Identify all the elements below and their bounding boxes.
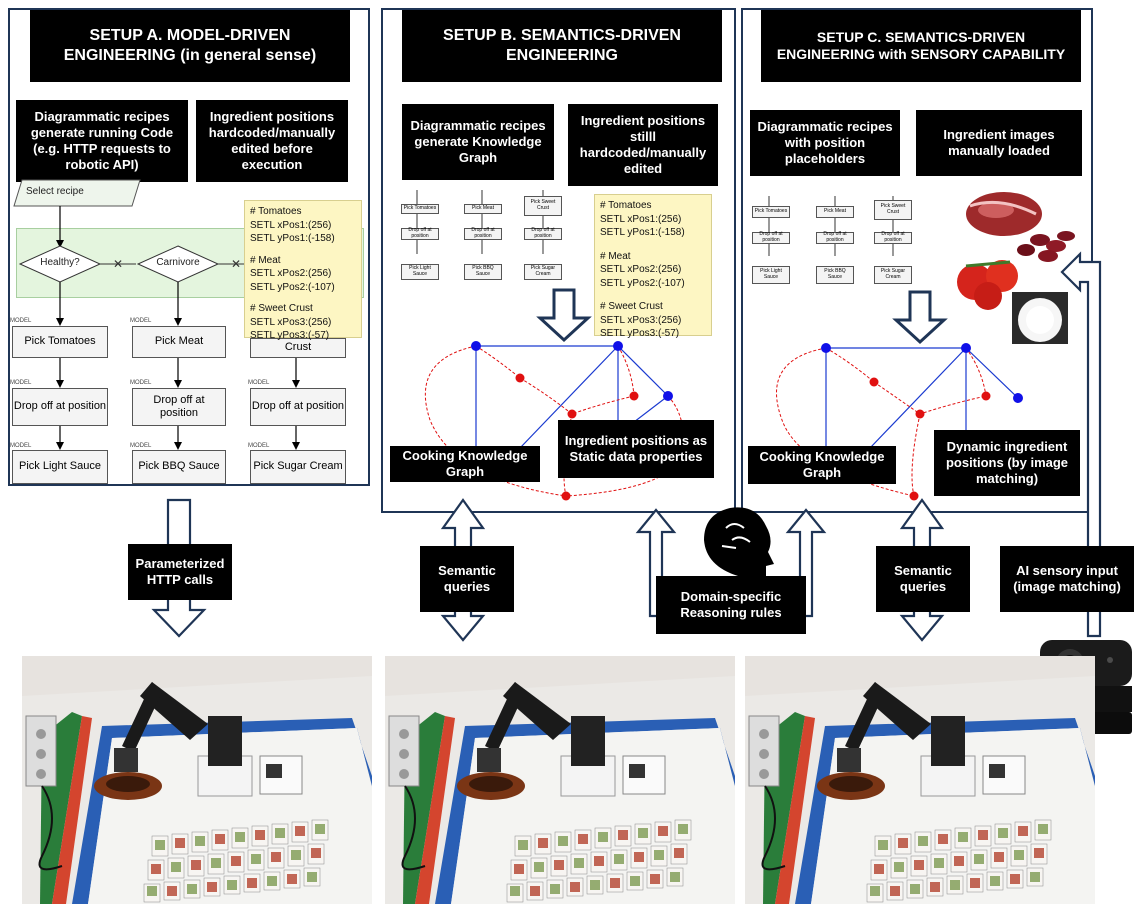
code-line: SETL yPos3:(-57) <box>600 328 680 339</box>
code-line: SETL yPos1:(-158) <box>250 233 335 244</box>
code-line: # Tomatoes <box>600 200 652 211</box>
drop-off-box: Drop off at position <box>12 388 108 426</box>
pick-light-sauce-box: Pick Light Sauce <box>12 450 108 484</box>
code-line: SETL xPos2:(256) <box>250 268 332 279</box>
brain-head-icon <box>704 507 774 588</box>
model-label: MODEL <box>10 380 32 386</box>
model-label: MODEL <box>248 443 270 449</box>
code-line: SETL xPos2:(256) <box>600 264 682 275</box>
code-line: # Meat <box>250 254 281 266</box>
carnivore-label: Carnivore <box>156 257 200 268</box>
pick-tomatoes-box: Pick Tomatoes <box>12 326 108 358</box>
panel-a-positions-block: Ingredient positions hardcoded/manually … <box>196 100 348 182</box>
mini-pick-light-sauce: Pick Light Sauce <box>401 264 439 280</box>
mini-drop-off: Drop off at position <box>401 227 439 240</box>
model-label: MODEL <box>10 318 32 324</box>
panel-a-code-note: # Tomatoes SETL xPos1:(256) SETL yPos1:(… <box>244 200 362 341</box>
panel-a-recipes-block: Diagrammatic recipes generate running Co… <box>16 100 188 182</box>
beans-image <box>1017 231 1075 262</box>
mini-pick-meat: Pick Meat <box>464 204 502 214</box>
mini-pick-sweet-crust: Pick Sweet Crust <box>874 200 912 220</box>
panel-b-title: SETUP B. SEMANTICS-DRIVEN ENGINEERING <box>402 10 722 82</box>
panel-b-code-note: # Tomatoes SETL xPos1:(256) SETL yPos1:(… <box>594 194 712 339</box>
mini-pick-sugar-cream: Pick Sugar Cream <box>874 266 912 284</box>
mini-pick-tomatoes: Pick Tomatoes <box>752 206 790 218</box>
drop-off-box: Drop off at position <box>250 388 346 426</box>
healthy-label: Healthy? <box>40 257 80 268</box>
mini-pick-bbq-sauce: Pick BBQ Sauce <box>816 266 854 284</box>
code-line: # Meat <box>600 250 631 262</box>
ai-sensory-label: AI sensory input (image matching) <box>1000 546 1134 612</box>
code-line: SETL xPos3:(256) <box>600 314 682 326</box>
mini-pick-bbq-sauce: Pick BBQ Sauce <box>464 264 502 280</box>
tomatoes-image <box>957 260 1018 310</box>
code-line: SETL yPos2:(-107) <box>250 281 335 293</box>
panel-b-kg-label: Cooking Knowledge Graph <box>390 446 540 482</box>
code-line: SETL xPos1:(256) <box>600 213 682 225</box>
code-line: SETL xPos3:(256) <box>250 316 332 328</box>
panel-c-title: SETUP C. SEMANTICS-DRIVEN ENGINEERING wi… <box>761 10 1081 82</box>
mini-drop-off: Drop off at position <box>874 231 912 244</box>
model-label: MODEL <box>10 443 32 449</box>
mini-pick-sugar-cream: Pick Sugar Cream <box>524 264 562 280</box>
model-label: MODEL <box>130 318 152 324</box>
mini-drop-off: Drop off at position <box>752 231 790 244</box>
reasoning-rules-label: Domain-specific Reasoning rules <box>656 576 806 634</box>
panel-c-images-block: Ingredient images manually loaded <box>916 110 1082 176</box>
pick-bbq-sauce-box: Pick BBQ Sauce <box>132 450 226 484</box>
code-line: SETL yPos3:(-57) <box>250 330 330 341</box>
code-line: # Sweet Crust <box>250 303 313 314</box>
code-line: SETL yPos2:(-107) <box>600 277 685 289</box>
svg-text:✕: ✕ <box>113 257 123 271</box>
mini-pick-sweet-crust: Pick Sweet Crust <box>524 196 562 216</box>
code-line: # Tomatoes <box>250 206 302 217</box>
yogurt-image <box>1012 292 1068 344</box>
model-label: MODEL <box>130 380 152 386</box>
semantic-queries-b-label: Semantic queries <box>420 546 514 612</box>
drop-off-box: Drop off at position <box>132 388 226 426</box>
panel-c-graph <box>776 343 1023 501</box>
mini-pick-meat: Pick Meat <box>816 206 854 218</box>
pick-sugar-cream-box: Pick Sugar Cream <box>250 450 346 484</box>
code-line: SETL yPos1:(-158) <box>600 227 685 238</box>
meat-image <box>966 192 1042 236</box>
code-line: # Sweet Crust <box>600 301 663 312</box>
mini-pick-tomatoes: Pick Tomatoes <box>401 204 439 214</box>
panel-b-positions-block: Ingredient positions stilll hardcoded/ma… <box>568 104 718 186</box>
mini-drop-off: Drop off at position <box>524 227 562 240</box>
model-label: MODEL <box>130 443 152 449</box>
panel-c-recipes-block: Diagrammatic recipes with position place… <box>750 110 900 176</box>
http-calls-label: Parameterized HTTP calls <box>128 544 232 600</box>
pick-meat-box: Pick Meat <box>132 326 226 358</box>
panel-a-title: SETUP A. MODEL-DRIVEN ENGINEERING (in ge… <box>30 10 350 82</box>
panel-c-kg-label: Cooking Knowledge Graph <box>748 446 896 484</box>
code-line: SETL xPos1:(256) <box>250 219 332 231</box>
crust-box: Crust <box>250 338 346 358</box>
panel-c-positions-label: Dynamic ingredient positions (by image m… <box>934 430 1080 496</box>
panel-b-recipes-block: Diagrammatic recipes generate Knowledge … <box>402 104 554 180</box>
mini-pick-light-sauce: Pick Light Sauce <box>752 266 790 284</box>
mini-drop-off: Drop off at position <box>816 231 854 244</box>
model-label: MODEL <box>248 380 270 386</box>
select-recipe-label: Select recipe <box>26 186 84 197</box>
panel-b-positions-label: Ingredient positions as Static data prop… <box>558 420 714 478</box>
mini-drop-off: Drop off at position <box>464 227 502 240</box>
semantic-queries-c-label: Semantic queries <box>876 546 970 612</box>
svg-text:✕: ✕ <box>231 257 241 271</box>
